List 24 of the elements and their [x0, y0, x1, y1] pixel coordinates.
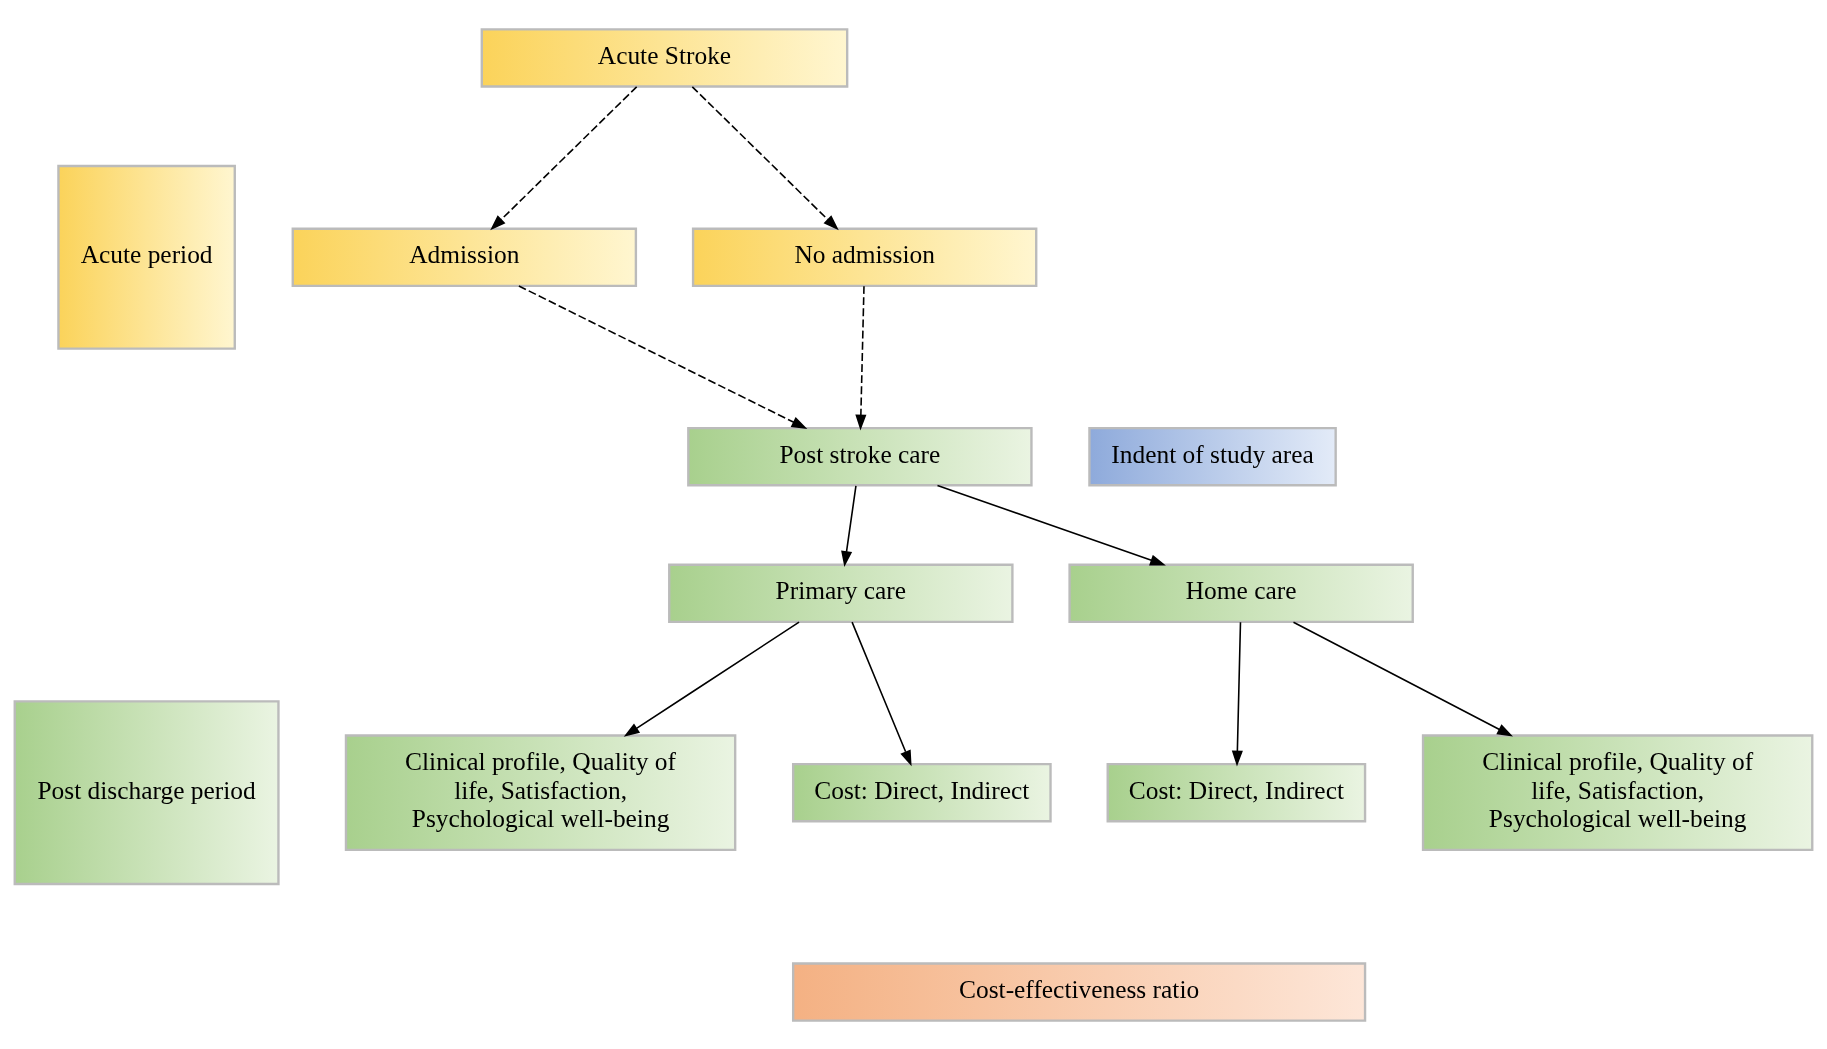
- arrow: [855, 284, 867, 430]
- arrow: [623, 620, 800, 737]
- arrow: [936, 484, 1166, 565]
- node-box: Post stroke care: [687, 426, 1033, 486]
- arrow: [490, 85, 638, 230]
- node-box: Primary care: [668, 563, 1014, 623]
- arrow: [851, 620, 912, 766]
- node-box: Post discharge period: [13, 699, 280, 885]
- node-box: Cost: Direct, Indirect: [1106, 762, 1367, 822]
- node-box: Indent of study area: [1088, 426, 1337, 486]
- node-box: No admission: [691, 227, 1038, 287]
- node-box: Cost-effectiveness ratio: [791, 961, 1367, 1022]
- node-box: Clinical profile, Quality of life, Satisfaction, Psychological well-being: [344, 733, 737, 851]
- node-box: Home care: [1068, 563, 1414, 623]
- node-box: Clinical profile, Quality of life, Satisfaction, Psychological well-being: [1421, 733, 1814, 851]
- arrow: [841, 484, 857, 567]
- node-box: Admission: [291, 227, 638, 287]
- arrow: [518, 284, 808, 429]
- node-box: Acute period: [57, 164, 236, 350]
- arrow: [691, 85, 839, 230]
- arrow: [1292, 620, 1513, 737]
- node-box: Acute Stroke: [480, 27, 849, 88]
- node-box: Cost: Direct, Indirect: [791, 762, 1052, 822]
- arrow: [1231, 620, 1243, 766]
